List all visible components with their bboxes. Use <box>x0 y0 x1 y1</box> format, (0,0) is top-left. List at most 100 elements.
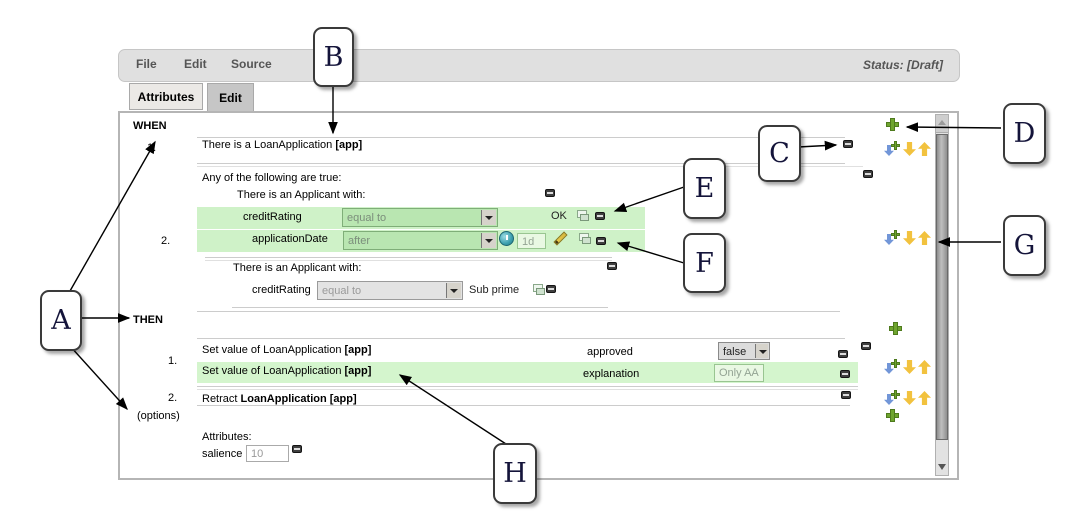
add-condition-icon[interactable] <box>886 118 899 131</box>
choose-icon[interactable] <box>578 233 592 246</box>
remove-icon[interactable] <box>841 391 851 399</box>
constraint2-operator-value: after <box>348 235 371 247</box>
constraint1-value[interactable]: OK <box>551 210 567 222</box>
choose-icon[interactable] <box>576 210 590 223</box>
tab-attributes-label: Attributes <box>137 89 195 104</box>
constraint2-value-input[interactable]: 1d <box>517 233 546 249</box>
attributes-header: Attributes: <box>202 431 252 443</box>
row-divider <box>197 386 858 387</box>
then-action3[interactable]: Retract LoanApplication [app] <box>202 393 357 405</box>
add-below-icon[interactable] <box>884 390 900 405</box>
choose-icon[interactable] <box>532 284 546 297</box>
scroll-up-icon[interactable] <box>936 115 948 133</box>
annotation-box-g: G <box>1003 215 1046 276</box>
dropdown-arrow-icon[interactable] <box>755 344 768 358</box>
clock-icon[interactable] <box>499 231 514 246</box>
remove-icon[interactable] <box>843 140 853 148</box>
menu-edit[interactable]: Edit <box>184 57 207 71</box>
row-divider <box>197 163 845 164</box>
add-below-icon[interactable] <box>884 230 900 245</box>
then-label: THEN <box>133 314 163 326</box>
menu-source[interactable]: Source <box>231 57 272 71</box>
row-divider <box>197 166 863 167</box>
annotation-box-a: A <box>40 290 82 351</box>
tab-edit-label: Edit <box>219 91 242 105</box>
then-action2[interactable]: Set value of LoanApplication [app] <box>202 365 371 377</box>
when-pattern1[interactable]: There is a LoanApplication [app] <box>202 139 362 151</box>
constraint1-operator-value: equal to <box>347 212 387 224</box>
status-label: Status: [Draft] <box>863 58 943 72</box>
dropdown-arrow-icon[interactable] <box>481 233 496 248</box>
tab-edit[interactable]: Edit <box>207 83 254 112</box>
remove-icon[interactable] <box>545 189 555 197</box>
add-action-icon[interactable] <box>886 409 899 422</box>
constraint3-value[interactable]: Sub prime <box>469 284 520 296</box>
add-below-icon[interactable] <box>884 141 900 156</box>
blue-down-arrow-icon <box>884 145 894 156</box>
small-plus-icon <box>891 390 900 399</box>
row-divider <box>197 311 840 312</box>
remove-icon[interactable] <box>861 342 871 350</box>
annotation-box-b: B <box>313 27 354 87</box>
remove-icon[interactable] <box>595 212 605 220</box>
remove-icon[interactable] <box>840 370 850 378</box>
remove-icon[interactable] <box>596 237 606 245</box>
action2-binding: [app] <box>344 365 372 377</box>
remove-icon[interactable] <box>607 262 617 270</box>
add-action-icon[interactable] <box>889 322 902 335</box>
dropdown-arrow-icon[interactable] <box>481 210 496 225</box>
row-divider <box>197 338 845 339</box>
constraint3-operator-value: equal to <box>322 285 362 297</box>
remove-icon[interactable] <box>863 170 873 178</box>
menu-file[interactable]: File <box>136 57 157 71</box>
dropdown-arrow-icon[interactable] <box>446 283 461 298</box>
pattern1-binding: [app] <box>335 139 363 151</box>
remove-icon[interactable] <box>838 350 848 358</box>
scroll-down-icon[interactable] <box>938 464 946 470</box>
constraint1-field: creditRating <box>243 211 302 223</box>
constraint3-operator-select[interactable]: equal to <box>317 281 463 300</box>
action1-text: Set value of LoanApplication <box>202 344 342 356</box>
vertical-scrollbar[interactable] <box>935 114 949 476</box>
tab-attributes[interactable]: Attributes <box>129 83 203 110</box>
small-plus-icon <box>891 359 900 368</box>
scrollbar-thumb[interactable] <box>936 134 948 440</box>
row-divider <box>232 307 608 308</box>
annotation-box-f: F <box>683 233 726 293</box>
small-plus-icon <box>891 141 900 150</box>
action2-field: explanation <box>583 368 640 380</box>
constraint2-operator-select[interactable]: after <box>343 231 498 250</box>
menubar <box>118 49 960 82</box>
then-action1[interactable]: Set value of LoanApplication [app] <box>202 344 371 356</box>
blue-down-arrow-icon <box>884 234 894 245</box>
action-row-highlight <box>197 362 858 383</box>
constraint1-operator-select[interactable]: equal to <box>342 208 498 227</box>
action1-field: approved <box>587 346 633 358</box>
action2-text: Set value of LoanApplication <box>202 365 342 377</box>
row-divider <box>205 257 612 258</box>
add-below-icon[interactable] <box>884 359 900 374</box>
when-item1-number: 1. <box>147 142 157 154</box>
action1-value: false <box>723 346 747 358</box>
action2-value-input[interactable]: Only AA <box>714 364 764 382</box>
salience-input[interactable]: 10 <box>246 445 289 462</box>
small-plus-icon <box>891 230 900 239</box>
annotation-box-d: D <box>1003 103 1046 164</box>
remove-icon[interactable] <box>546 285 556 293</box>
row-divider <box>197 389 858 390</box>
any-of-header: Any of the following are true: <box>202 172 342 184</box>
row-divider <box>197 137 845 138</box>
rule-editor-panel <box>118 111 959 480</box>
pattern1-text: There is a LoanApplication <box>202 139 333 151</box>
salience-label: salience <box>202 448 243 460</box>
annotation-box-c: C <box>758 125 801 182</box>
remove-icon[interactable] <box>292 445 302 453</box>
then-item2-number: 2. <box>168 392 178 404</box>
when-label: WHEN <box>133 120 167 132</box>
action1-value-select[interactable]: false <box>718 342 770 360</box>
constraint3-field: creditRating <box>252 284 311 296</box>
blue-down-arrow-icon <box>884 394 894 405</box>
action3-binding: LoanApplication [app] <box>240 393 357 405</box>
applicant2-header: There is an Applicant with: <box>233 262 362 274</box>
